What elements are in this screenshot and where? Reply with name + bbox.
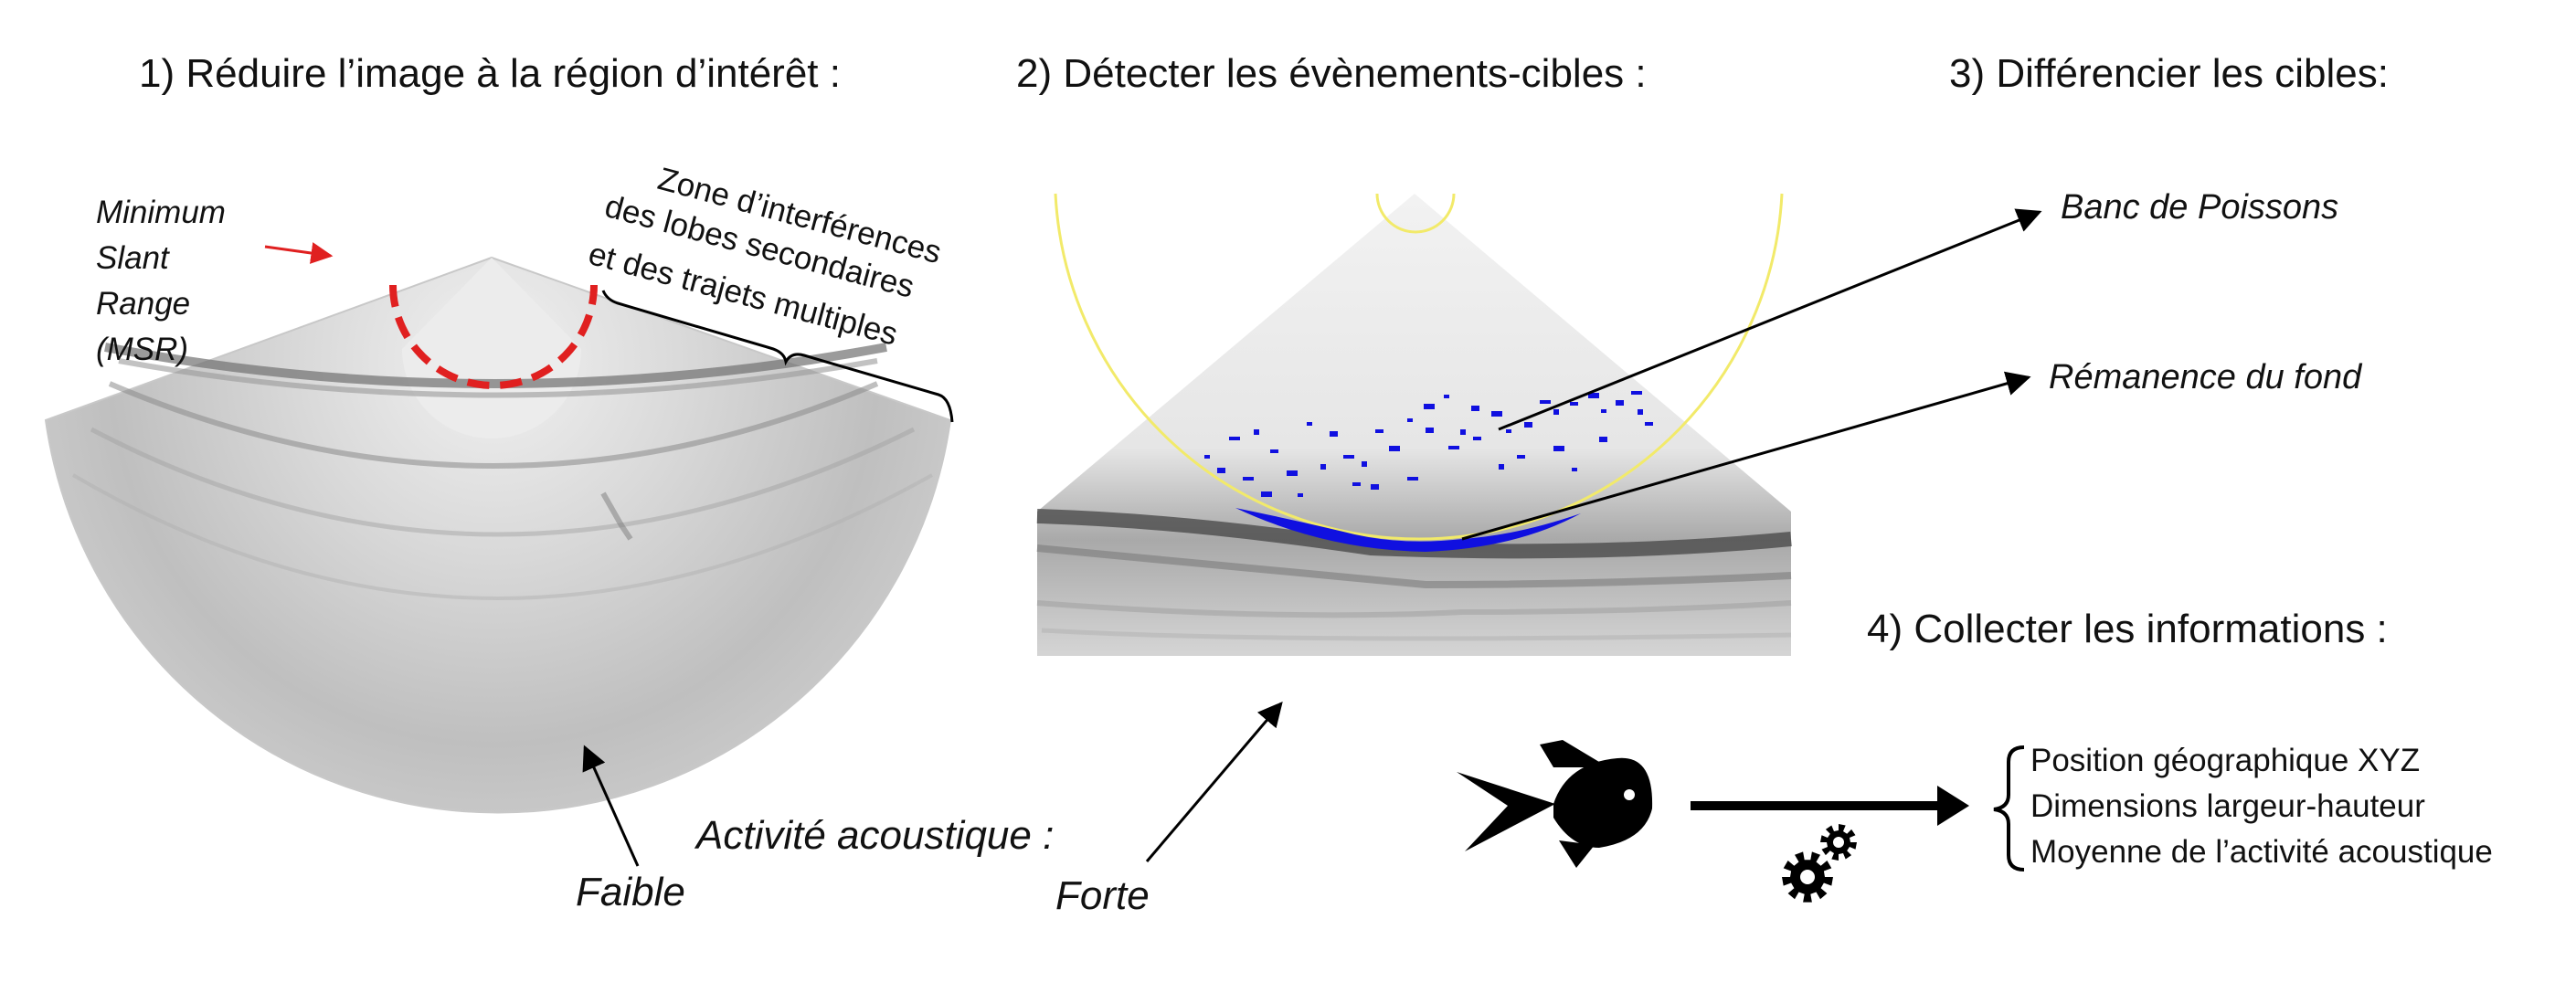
detection-blob xyxy=(1540,400,1551,404)
arrow-bottom-remanence xyxy=(1461,371,2031,541)
detection-blob xyxy=(1307,422,1312,426)
detection-blob xyxy=(1343,455,1354,459)
detection-blob xyxy=(1638,409,1643,415)
detection-blob xyxy=(1217,468,1225,473)
detection-blob xyxy=(1553,409,1559,415)
detection-blob xyxy=(1572,468,1577,471)
arrow-activity-high xyxy=(1145,701,1283,862)
gear-hole xyxy=(1800,870,1815,884)
step-1-title: 1) Réduire l’image à la région d’intérêt… xyxy=(139,51,841,96)
arrow-fish-school xyxy=(1498,208,2042,431)
msr-label-line-4: (MSR) xyxy=(96,332,189,367)
gear-hole xyxy=(1833,837,1844,848)
detection-blob xyxy=(1460,429,1466,435)
msr-label-line-2: Slant xyxy=(96,240,169,276)
detection-blob xyxy=(1448,446,1459,449)
detection-blob xyxy=(1352,482,1361,486)
info-brace xyxy=(1993,745,2025,872)
fish-school-detections xyxy=(1204,391,1653,497)
detection-blob xyxy=(1424,404,1435,409)
activity-title: Activité acoustique : xyxy=(696,813,1055,858)
activity-low-label: Faible xyxy=(576,870,685,914)
msr-arc xyxy=(389,284,598,389)
msr-label-line-3: Range xyxy=(96,286,191,322)
big-arrow-head xyxy=(1937,786,1969,826)
detection-blob xyxy=(1499,464,1504,470)
detection-blob xyxy=(1471,406,1479,411)
detection-blob xyxy=(1570,402,1578,406)
detection-blob xyxy=(1362,461,1367,467)
detection-blob xyxy=(1616,400,1624,406)
zone-brace xyxy=(601,290,954,423)
detection-blob xyxy=(1601,409,1606,413)
detection-blob xyxy=(1524,422,1532,428)
detection-blob xyxy=(1261,491,1272,497)
msr-label-line-1: Minimum xyxy=(96,195,226,230)
msr-label: Minimum Slant Range (MSR) xyxy=(96,190,226,373)
detection-blob xyxy=(1270,449,1278,453)
step-3-title: 3) Différencier les cibles: xyxy=(1949,51,2389,96)
detection-blob xyxy=(1375,429,1383,433)
detection-blob xyxy=(1645,422,1653,426)
detection-blob xyxy=(1330,431,1338,437)
detection-blob xyxy=(1444,395,1449,398)
detection-blob xyxy=(1473,437,1481,440)
info-item-position: Position géographique XYZ xyxy=(2030,743,2421,778)
step-4-title: 4) Collecter les informations : xyxy=(1867,607,2388,651)
bottom-remanence-label: Rémanence du fond xyxy=(2049,358,2362,396)
msr-arrow xyxy=(264,242,334,264)
detection-blob xyxy=(1407,477,1418,481)
sonar-fan-image xyxy=(44,256,952,814)
bottom-remanence-detection xyxy=(1235,508,1581,552)
detection-blob xyxy=(1320,464,1326,470)
arrow-activity-low xyxy=(582,745,640,867)
detection-blob xyxy=(1631,391,1642,395)
detection-blob xyxy=(1298,493,1303,497)
step-2-title: 2) Détecter les évènements-cibles : xyxy=(1016,51,1647,96)
detection-blob xyxy=(1254,429,1259,435)
detection-image xyxy=(1036,194,1792,656)
detection-blob xyxy=(1599,437,1607,442)
fish-school-label: Banc de Poissons xyxy=(2061,188,2339,227)
detection-blob xyxy=(1407,418,1413,422)
msr-circle-small xyxy=(1375,193,1456,234)
detection-blob xyxy=(1491,411,1502,417)
detection-blob xyxy=(1389,446,1400,451)
detection-blob xyxy=(1371,484,1379,490)
gears-icon xyxy=(1782,824,1857,903)
fish-icon xyxy=(1457,740,1653,868)
detection-blob xyxy=(1553,446,1564,451)
detection-blob xyxy=(1517,455,1525,459)
detection-blob xyxy=(1588,393,1599,398)
detection-blob xyxy=(1426,428,1434,433)
detection-circle xyxy=(1054,193,1784,541)
detection-blob xyxy=(1506,429,1511,433)
detection-blob xyxy=(1287,470,1298,476)
activity-high-label: Forte xyxy=(1055,873,1150,918)
detection-blob xyxy=(1204,455,1210,459)
info-item-dimensions: Dimensions largeur-hauteur xyxy=(2030,788,2425,824)
detection-blob xyxy=(1229,437,1240,440)
info-item-activity-mean: Moyenne de l’activité acoustique xyxy=(2030,834,2493,870)
detection-blob xyxy=(1243,477,1254,481)
